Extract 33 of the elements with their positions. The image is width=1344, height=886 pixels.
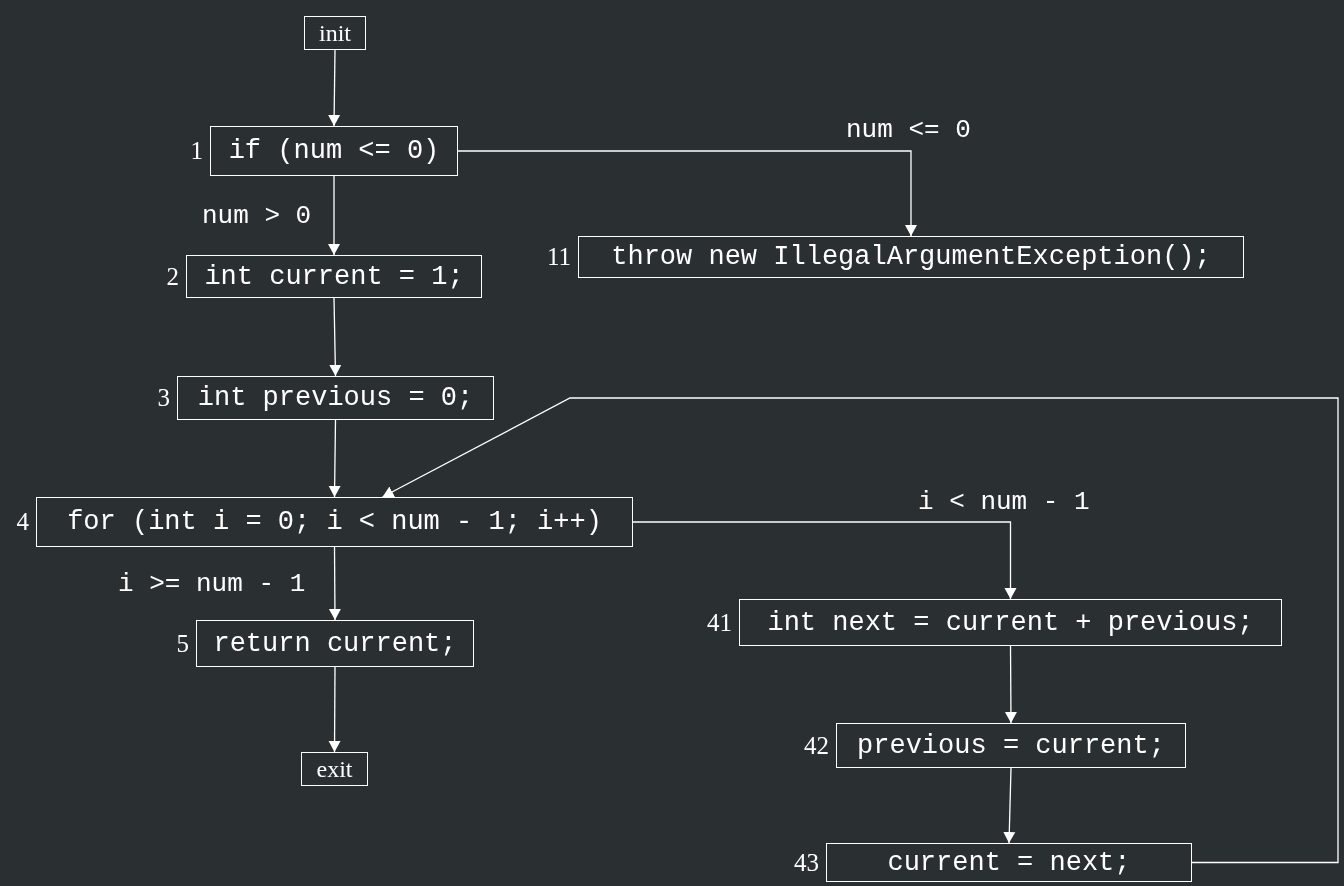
code-text: current = next; [887,846,1131,879]
line-number: 43 [794,848,819,877]
arrow [381,397,1339,864]
code-text: if (num <= 0) [228,135,440,167]
code-text: throw new IllegalArgumentException(); [611,241,1211,273]
arrow [328,49,341,127]
code-text: int current = 1; [204,260,464,293]
arrow [1004,645,1017,724]
code-text: return current; [213,627,457,660]
line-number: 4 [16,508,29,536]
line-number: 41 [707,608,732,637]
terminal-box [304,16,366,50]
line-number: 3 [157,384,170,412]
line-number: 1 [190,137,203,165]
arrow [1003,767,1016,844]
line-number: 11 [546,243,571,271]
arrow [632,521,1017,600]
arrow [328,175,340,256]
arrow [328,546,341,621]
arrow [457,150,917,237]
line-number: 2 [166,262,179,291]
code-text: int previous = 0; [197,382,474,414]
terminal-box [301,752,368,786]
arrow [328,666,341,753]
arrow [328,419,341,498]
code-text: previous = current; [857,729,1165,762]
arrow [329,297,342,377]
terminal-label: exit [316,755,353,783]
code-text: for (int i = 0; i < num - 1; i++) [67,506,602,538]
terminal-label: init [319,19,351,47]
line-number: 42 [804,731,829,760]
line-number: 5 [176,629,189,658]
code-text: int next = current + previous; [767,606,1254,639]
